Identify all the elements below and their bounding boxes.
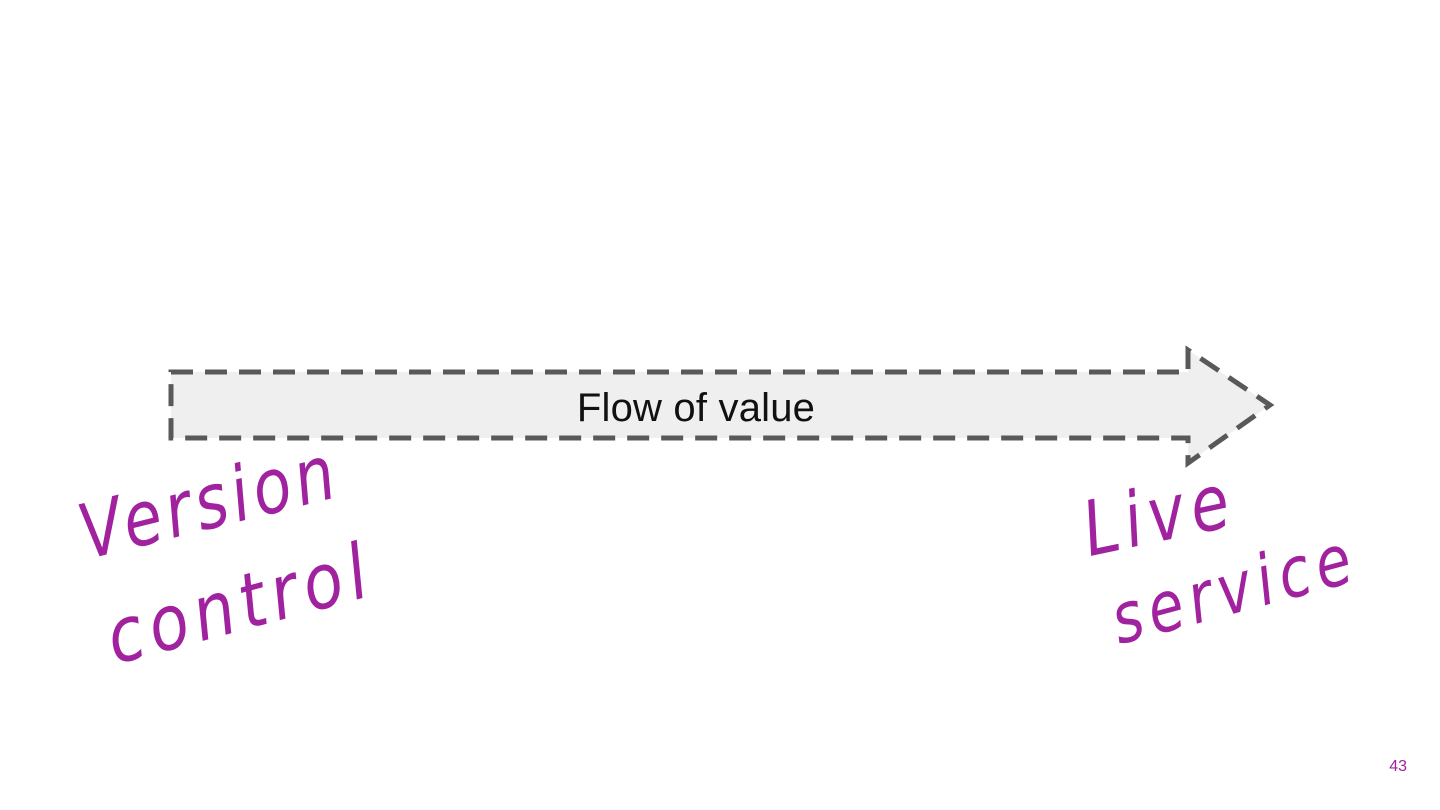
arrow-label: Flow of value: [576, 385, 816, 430]
flow-arrow-shape: [168, 345, 1275, 468]
page-number: 43: [1389, 758, 1407, 775]
